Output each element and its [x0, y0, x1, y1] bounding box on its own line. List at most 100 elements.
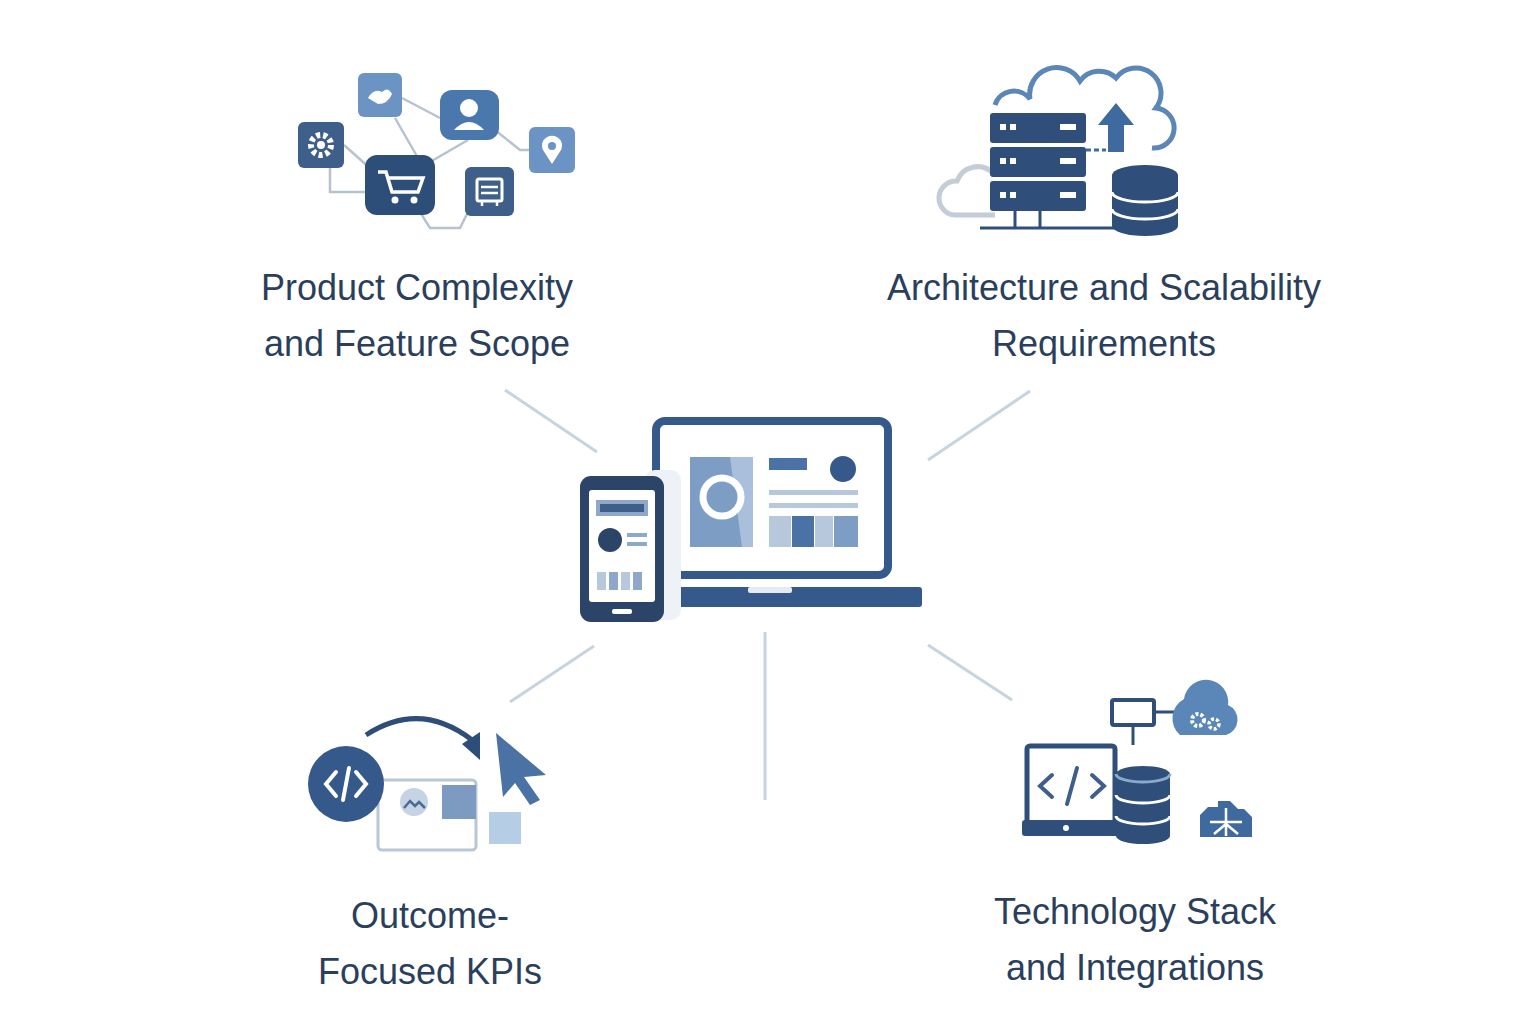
- database-top: [1116, 774, 1170, 782]
- server-slot: [1060, 124, 1076, 130]
- database-cylinder: [1112, 165, 1178, 236]
- icon-link: [430, 140, 468, 162]
- server-unit: [990, 113, 1086, 143]
- gear-symbol: [1192, 714, 1204, 726]
- laptop-base: [672, 587, 922, 607]
- phone-column: [621, 572, 630, 590]
- laptop-notch: [748, 587, 792, 593]
- leader-lines: [505, 390, 1030, 800]
- phone-button: [612, 609, 632, 614]
- screen-circle: [703, 478, 741, 516]
- factor-label: Architecture and Scalability Requirement…: [869, 260, 1339, 372]
- screen-dot: [830, 456, 856, 482]
- server-light: [1000, 158, 1006, 164]
- monitor-button: [1063, 825, 1069, 831]
- screen-line: [769, 490, 858, 495]
- icon-link: [420, 212, 468, 228]
- laptop-screen: [656, 421, 888, 575]
- monitor-screen: [1027, 746, 1115, 832]
- icon-link: [395, 118, 418, 158]
- upload-arrow: [1098, 103, 1134, 152]
- code-badge: [308, 746, 384, 822]
- location-icon: [529, 127, 575, 173]
- icon-link: [495, 130, 530, 150]
- code-symbol: [326, 768, 366, 800]
- document-line: [481, 186, 498, 189]
- screen-image: [690, 457, 753, 547]
- factor-label: Outcome- Focused KPIs: [305, 888, 555, 1000]
- leader-line: [764, 632, 767, 800]
- icon-link: [402, 98, 440, 118]
- server-leg: [1039, 211, 1042, 228]
- flow-arrow-head: [462, 732, 480, 760]
- icon-link: [330, 168, 368, 192]
- server-light: [1000, 124, 1006, 130]
- cubes-icon: [1200, 801, 1252, 837]
- database-cylinder: [1116, 766, 1170, 844]
- database-rings: [1112, 192, 1178, 219]
- user-head: [460, 99, 478, 117]
- cart-wheel: [411, 197, 418, 204]
- server-light: [1010, 158, 1016, 164]
- cart-icon: [365, 155, 435, 215]
- outcome-icons: [308, 719, 546, 850]
- screen-column: [769, 516, 791, 547]
- screen-column: [815, 516, 833, 547]
- puzzle-symbol: [368, 89, 392, 104]
- document-leg: [481, 201, 484, 206]
- phone-column: [609, 572, 618, 590]
- phone-screen: [589, 490, 655, 602]
- server-slot: [1060, 158, 1076, 164]
- screen-column: [834, 516, 858, 547]
- factor-label: Technology Stack and Integrations: [965, 884, 1305, 996]
- document-icon: [465, 167, 514, 216]
- icon-links: [330, 98, 530, 228]
- user-body: [454, 122, 484, 130]
- cursor-pointer: [496, 733, 546, 805]
- phone-body: [580, 476, 664, 622]
- feature-icons: [298, 73, 575, 228]
- server-light: [1010, 192, 1016, 198]
- small-screen: [1112, 700, 1154, 725]
- leader-line: [510, 646, 594, 702]
- location-dot: [548, 142, 556, 150]
- user-icon: [440, 90, 499, 140]
- leader-line: [505, 390, 597, 452]
- monitor-base: [1022, 820, 1124, 836]
- phone-avatar: [598, 528, 622, 552]
- factor-label: Product Complexity and Feature Scope: [232, 260, 602, 372]
- server-base: [980, 227, 1115, 230]
- server-leg: [1014, 211, 1017, 228]
- server-slot: [1060, 192, 1076, 198]
- cubes-lines: [1210, 808, 1242, 836]
- phone-column: [597, 572, 606, 590]
- cart-symbol: [378, 172, 423, 192]
- upload-link: [1086, 149, 1106, 152]
- screen-column: [792, 516, 814, 547]
- phone-column: [633, 572, 642, 590]
- server-unit: [990, 147, 1086, 177]
- gear-symbol: [1209, 719, 1219, 729]
- document-line: [481, 192, 498, 195]
- puzzle-icon: [358, 73, 402, 117]
- phone-banner: [596, 500, 648, 516]
- screen-bar: [769, 458, 807, 470]
- phone-banner-bar: [600, 504, 644, 512]
- gear-icon: [298, 122, 344, 168]
- card-outline: [378, 780, 476, 850]
- cloud-outline: [939, 167, 995, 215]
- database-rings: [1116, 795, 1170, 824]
- screen-line: [769, 503, 858, 508]
- gear-symbol: [311, 135, 331, 155]
- gear-cloud: [1172, 680, 1237, 735]
- connector-wire: [1132, 725, 1135, 745]
- server-light: [1000, 192, 1006, 198]
- card-block: [489, 812, 521, 844]
- cart-wheel: [392, 197, 399, 204]
- gear-hub: [317, 141, 325, 149]
- server-unit: [990, 181, 1086, 211]
- leader-line: [928, 645, 1012, 700]
- leader-line: [928, 391, 1030, 460]
